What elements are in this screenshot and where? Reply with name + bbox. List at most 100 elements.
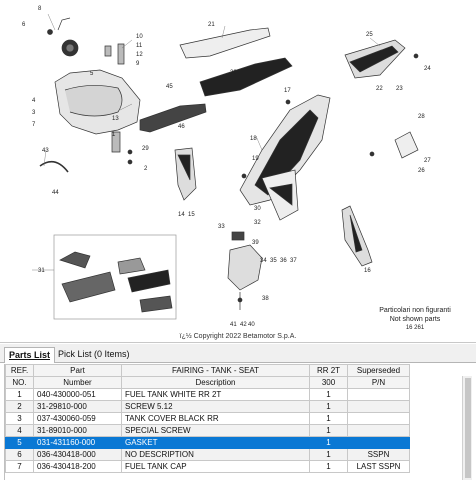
callout-label: 5 [90,71,94,77]
callout-label: 42 [240,322,247,328]
col-header-part[interactable]: Part [33,364,122,377]
col-header-year[interactable]: 300 [309,376,348,389]
table-row[interactable]: 7 036-430418-200 FUEL TANK CAP 1 LAST SS… [5,460,410,473]
cell-qty: 1 [309,424,348,437]
table-row-selected[interactable]: 5 031-431160-000 GASKET 1 [5,436,410,449]
cell-ref: 3 [5,412,34,425]
cell-part-number: 31-89010-000 [33,424,122,437]
scrollbar-thumb[interactable] [465,378,471,478]
exploded-parts-diagram[interactable]: 8 6 10 11 12 9 5 4 3 7 13 1 2 29 43 44 4… [0,0,476,343]
callout-label: 32 [254,220,261,226]
parts-table-container: REF. Part FAIRING - TANK - SEAT RR 2T Su… [4,364,462,480]
col-header-group[interactable]: FAIRING - TANK - SEAT [121,364,310,377]
callout-label: 27 [424,158,431,164]
cell-ref: 4 [5,424,34,437]
cell-part-number: 040-430000-051 [33,388,122,401]
callout-label: 29 [142,146,149,152]
cell-ref: 2 [5,400,34,413]
table-row[interactable]: 6 036-430418-000 NO DESCRIPTION 1 SSPN [5,448,410,461]
callout-label: 10 [136,34,143,40]
col-header-ref[interactable]: REF. [5,364,34,377]
callout-label: 23 [396,86,403,92]
cell-superseded [347,424,410,437]
callout-label: 28 [418,114,425,120]
callout-label: 8 [38,6,42,12]
copyright-text: ï¿½ Copyright 2022 Betamotor S.p.A. [179,333,297,340]
note-codes: 16 261 [405,325,425,331]
callout-label: 26 [418,168,425,174]
col-header-no[interactable]: NO. [5,376,34,389]
cell-superseded: LAST SSPN [347,460,410,473]
cell-superseded: SSPN [347,448,410,461]
cell-superseded [347,400,410,413]
table-row[interactable]: 3 037-430060-059 TANK COVER BLACK RR 1 [5,412,410,425]
col-header-pn[interactable]: P/N [347,376,410,389]
cell-ref: 7 [5,460,34,473]
callout-label: 9 [136,61,140,67]
callout-label: 12 [136,52,143,58]
col-header-superseded[interactable]: Superseded [347,364,410,377]
header-row: REF. Part FAIRING - TANK - SEAT RR 2T Su… [5,364,410,377]
cell-description: FUEL TANK CAP [121,460,310,473]
col-header-model[interactable]: RR 2T [309,364,348,377]
not-shown-parts-note: Particolari non figuranti Not shown part… [360,306,470,333]
callout-numbers: 8 6 10 11 12 9 5 4 3 7 13 1 2 29 43 44 4… [22,6,431,328]
seat-part [179,27,271,59]
cell-description: FUEL TANK WHITE RR 2T [121,388,310,401]
cell-superseded [347,436,410,449]
vertical-scrollbar[interactable] [462,376,472,480]
callout-label: 19 [252,156,259,162]
col-header-description[interactable]: Description [121,376,310,389]
callout-label: 14 [178,212,185,218]
callout-label: 13 [112,116,119,122]
callout-label: 25 [366,32,373,38]
table-row[interactable]: 4 31-89010-000 SPECIAL SCREW 1 [5,424,410,437]
cell-ref: 5 [5,436,34,449]
callout-label: 45 [166,84,173,90]
table-row[interactable]: 2 31-29810-000 SCREW 5.12 1 [5,400,410,413]
cell-qty: 1 [309,388,348,401]
cell-description: SPECIAL SCREW [121,424,310,437]
callout-label: 11 [136,43,143,49]
cell-ref: 6 [5,448,34,461]
callout-label: 46 [178,124,185,130]
header-row: NO. Number Description 300 P/N [5,376,410,389]
callout-label: 2 [144,166,148,172]
cell-qty: 1 [309,448,348,461]
cell-superseded [347,412,410,425]
callout-label: 34 [260,258,267,264]
callout-label: 38 [262,296,269,302]
diagram-drawing[interactable]: 8 6 10 11 12 9 5 4 3 7 13 1 2 29 43 44 4… [0,0,476,343]
callout-label: 40 [248,322,255,328]
cell-part-number: 036-430418-000 [33,448,122,461]
parts-table: REF. Part FAIRING - TANK - SEAT RR 2T Su… [5,364,410,473]
cell-part-number: 031-431160-000 [33,436,122,449]
note-line-italian: Particolari non figuranti [379,307,451,314]
callout-label: 41 [230,322,237,328]
callout-label: 22 [376,86,383,92]
callout-label: 39 [252,240,259,246]
cell-description: SCREW 5.12 [121,400,310,413]
tabs-bar: Parts List Pick List (0 Items) [0,344,476,363]
tab-pick-list[interactable]: Pick List (0 Items) [58,349,130,359]
callout-label: 33 [218,224,225,230]
col-header-number[interactable]: Number [33,376,122,389]
cell-description: GASKET [121,436,310,449]
callout-label: 37 [290,258,297,264]
cell-superseded [347,388,410,401]
table-row[interactable]: 1 040-430000-051 FUEL TANK WHITE RR 2T 1 [5,388,410,401]
note-line-english: Not shown parts [389,316,441,323]
cell-qty: 1 [309,412,348,425]
cell-part-number: 31-29810-000 [33,400,122,413]
callout-label: 21 [208,22,215,28]
callout-label: 30 [254,206,261,212]
callout-label: 3 [32,110,36,116]
callout-label: 15 [188,212,195,218]
cell-qty: 1 [309,436,348,449]
callout-label: 6 [22,22,26,28]
callout-label: 44 [52,190,59,196]
callout-label: 4 [32,98,36,104]
tab-parts-list[interactable]: Parts List [4,347,56,363]
callout-label: 35 [270,258,277,264]
callout-label: 24 [424,66,431,72]
